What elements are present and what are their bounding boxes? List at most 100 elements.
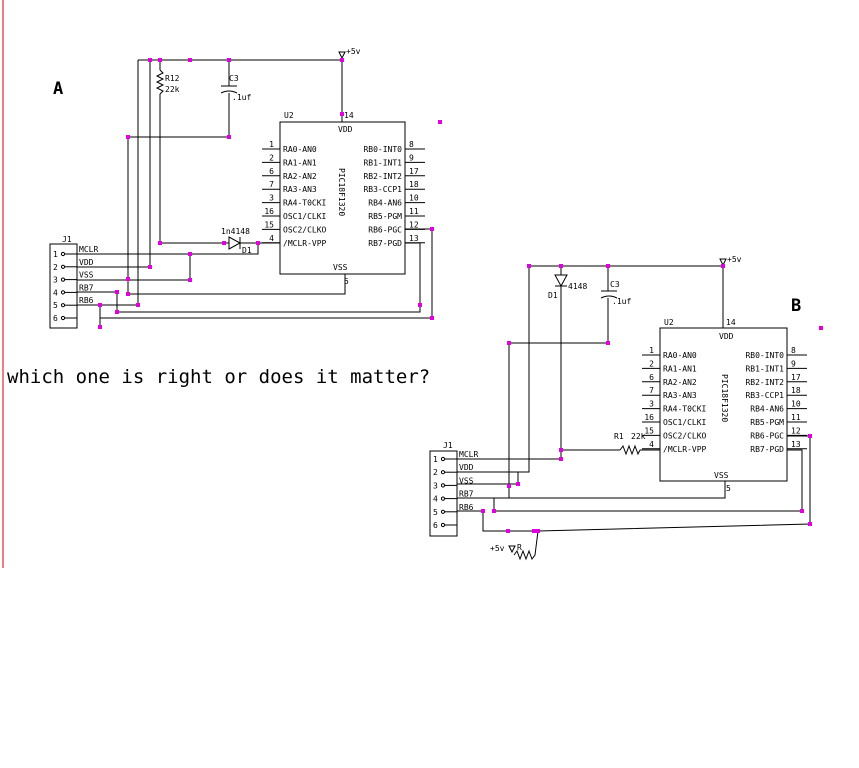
schematic-b-supply-label: +5v (727, 255, 742, 264)
a-pin-number: 18 (409, 180, 419, 189)
a-pin-number: 3 (269, 194, 274, 203)
a-header-pin-label: VSS (79, 271, 94, 280)
schematic-b-diode-part: 4148 (568, 282, 587, 291)
schematic-a-right-pins: 8RB0-INT09RB1-INT117RB2-INT218RB3-CCP110… (363, 140, 425, 248)
schematic-b-chip (659, 327, 788, 482)
schematic-b-header-ref: J1 (443, 441, 453, 450)
a-pin-label: RB3-CCP1 (363, 185, 402, 194)
b-pin-number: 17 (791, 373, 801, 382)
b-header-pin-contact (440, 483, 446, 488)
junction-dot (536, 529, 540, 533)
schematic-a-supply-label: +5v (346, 47, 361, 56)
a-pin-label: RA3-AN3 (283, 185, 317, 194)
b-pin-label: OSC2/CLKO (663, 431, 707, 440)
b-pin-number: 8 (791, 346, 796, 355)
b-pin-label: RB2-INT2 (745, 378, 784, 387)
a-header-pin-label: RB7 (79, 283, 94, 292)
schematic-a-chip-vss: VSS (333, 263, 348, 272)
junction-dot (126, 277, 130, 281)
junction-dot (115, 310, 119, 314)
b-pin-label: RB6-PGC (750, 431, 784, 440)
schematic-b-chip-ref: U2 (664, 318, 674, 327)
schematic-b-capacitor-plate-curved (600, 295, 618, 299)
b-pin-number: 15 (644, 426, 654, 435)
a-pin-label: /MCLR-VPP (283, 239, 327, 248)
b-pin-label: RB7-PGD (750, 445, 784, 454)
junction-dot (721, 264, 725, 268)
schematic-b-resistor-ref: R1 (614, 432, 624, 441)
a-pin-number: 2 (269, 153, 274, 162)
b-pin-number: 10 (791, 400, 801, 409)
a-pin-label: RB1-INT1 (363, 158, 402, 167)
schematic-b-supply-symbol (719, 258, 727, 267)
junction-dot (507, 484, 511, 488)
a-pin-number: 7 (269, 180, 274, 189)
junction-dot (126, 292, 130, 296)
a-pin-label: RA4-T0CKI (283, 199, 327, 208)
b-header-pin-number: 5 (433, 508, 438, 517)
schematic-a-chip (279, 121, 406, 275)
b-header-pin-contact (440, 456, 446, 462)
b-pin-label: RB1-INT1 (745, 364, 784, 373)
junction-dot (800, 509, 804, 513)
schematic-a-diode-ref: D1 (242, 246, 252, 255)
junction-dot (808, 434, 812, 438)
junction-dot (136, 303, 140, 307)
schematic-a-chip-vdd: VDD (338, 125, 353, 134)
schematic-a-chip-vss-pin: 5 (344, 277, 349, 286)
b-header-pin-number: 3 (433, 481, 438, 490)
a-header-pin-number: 5 (53, 301, 58, 310)
b-pin-label: OSC1/CLKI (663, 418, 707, 427)
junction-dot (98, 303, 102, 307)
a-pin-label: RB4-AN6 (368, 199, 402, 208)
schematic-b-pullup-supply: +5v (490, 544, 505, 553)
schematic-a-label: A (53, 79, 63, 99)
a-pin-number: 6 (269, 167, 274, 176)
a-pin-number: 13 (409, 234, 419, 243)
schematic-b-diode (554, 274, 568, 288)
b-pin-label: RB0-INT0 (745, 351, 784, 360)
schematic-a-diode (228, 236, 242, 250)
b-pin-number: 13 (791, 440, 801, 449)
a-header-pin-label: VDD (79, 258, 94, 267)
schematic-a-left-pins: 1RA0-AN02RA1-AN16RA2-AN27RA3-AN33RA4-T0C… (262, 140, 327, 248)
junction-dot (430, 316, 434, 320)
b-pin-label: RA4-T0CKI (663, 405, 707, 414)
junction-dot (606, 264, 610, 268)
schematic-a-chip-ref: U2 (284, 111, 294, 120)
junction-dot (430, 227, 434, 231)
schematic-a-capacitor-plate-curved (220, 90, 238, 94)
a-pin-number: 12 (409, 220, 419, 229)
b-pin-label: RA2-AN2 (663, 378, 697, 387)
a-pin-label: RA2-AN2 (283, 172, 317, 181)
junction-dot (559, 264, 563, 268)
schematic-a-capacitor-value: .1uf (232, 93, 251, 102)
junction-dot (819, 326, 823, 330)
b-pin-number: 16 (644, 413, 654, 422)
b-pin-label: RA1-AN1 (663, 364, 697, 373)
schematic-a-header-ref: J1 (62, 235, 72, 244)
junction-dot (188, 252, 192, 256)
b-header-pin-contact (440, 522, 446, 528)
a-pin-label: RB6-PGC (368, 225, 402, 234)
schematic-a-diode-part: 1n4148 (221, 227, 250, 236)
b-header-pin-number: 2 (433, 468, 438, 477)
a-header-pin-contact (60, 277, 66, 282)
b-header-pin-label: RB7 (459, 490, 474, 499)
b-pin-number: 12 (791, 426, 801, 435)
a-pin-number: 15 (264, 220, 274, 229)
question-text: which one is right or does it matter? (7, 366, 430, 388)
b-pin-number: 6 (649, 373, 654, 382)
b-pin-number: 1 (649, 346, 654, 355)
a-pin-number: 11 (409, 207, 419, 216)
b-header-pin-contact (440, 509, 446, 514)
junction-dot (340, 58, 344, 62)
schematic-b-left-pins: 1RA0-AN02RA1-AN16RA2-AN27RA3-AN33RA4-T0C… (642, 346, 707, 454)
junction-dot (481, 509, 485, 513)
schematic-a-chip-vdd-pin: 14 (344, 111, 354, 120)
b-header-pin-contact (440, 496, 446, 501)
b-pin-label: RA3-AN3 (663, 391, 697, 400)
junction-dot (340, 112, 344, 116)
b-pin-number: 3 (649, 400, 654, 409)
